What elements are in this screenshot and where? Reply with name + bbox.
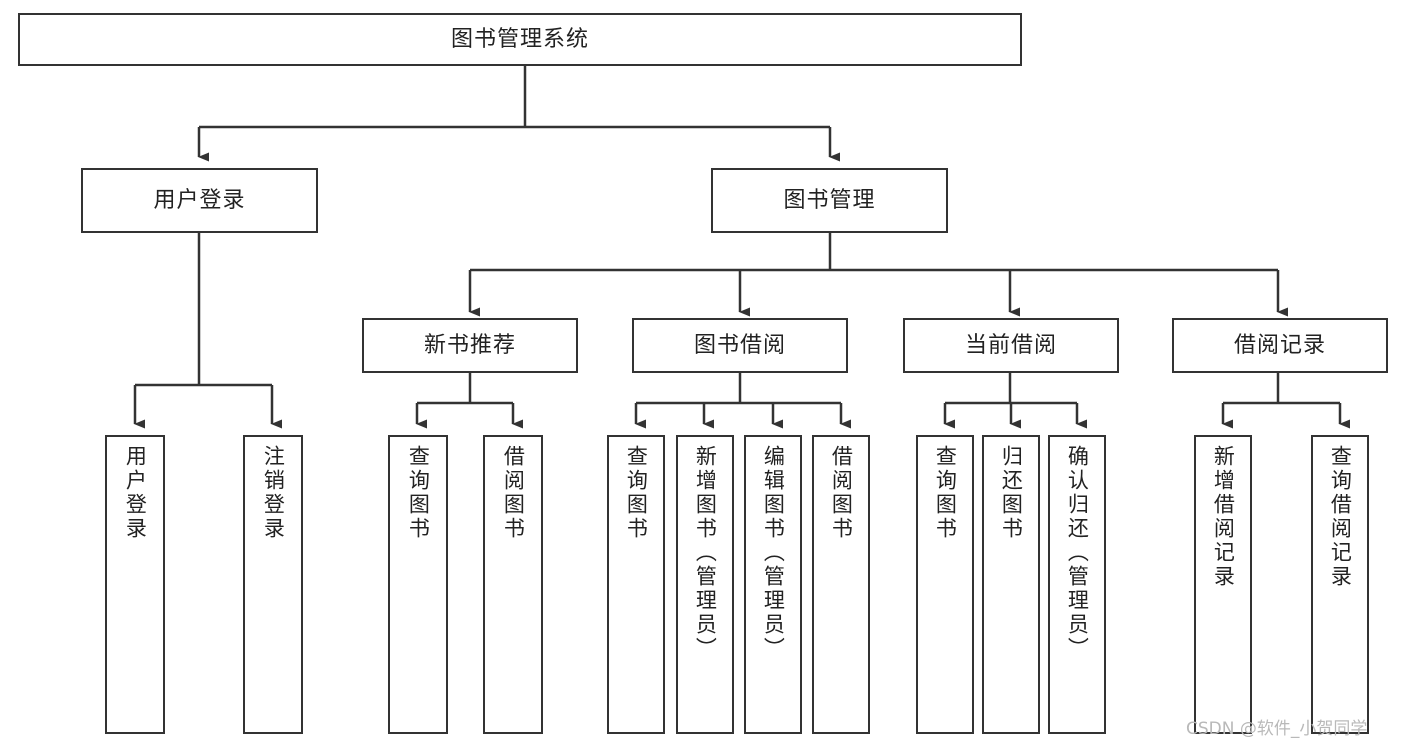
leaf-query-book-recommend[interactable]: 查询图书 (388, 435, 448, 734)
leaf-edit-book-admin[interactable]: 编辑图书（管理员） (744, 435, 802, 734)
node-label: 查询借阅记录 (1328, 445, 1353, 589)
leaf-confirm-return-admin[interactable]: 确认归还（管理员） (1048, 435, 1106, 734)
node-new-book-recommend[interactable]: 新书推荐 (362, 318, 578, 373)
node-label: 查询图书 (933, 445, 958, 541)
node-book-borrow[interactable]: 图书借阅 (632, 318, 848, 373)
node-label: 新增图书（管理员） (693, 445, 718, 661)
leaf-query-book-borrow[interactable]: 查询图书 (607, 435, 665, 734)
leaf-query-borrow-record[interactable]: 查询借阅记录 (1311, 435, 1369, 734)
node-label: 查询图书 (406, 445, 431, 541)
leaf-add-borrow-record[interactable]: 新增借阅记录 (1194, 435, 1252, 734)
node-label: 归还图书 (999, 445, 1024, 541)
node-label: 借阅记录 (1233, 332, 1326, 358)
node-root-system[interactable]: 图书管理系统 (18, 13, 1022, 66)
node-label: 新增借阅记录 (1211, 445, 1236, 589)
node-label: 借阅图书 (829, 445, 854, 541)
node-label: 当前借阅 (964, 332, 1057, 358)
leaf-borrow-book-borrow[interactable]: 借阅图书 (812, 435, 870, 734)
node-current-borrow[interactable]: 当前借阅 (903, 318, 1119, 373)
leaf-logout[interactable]: 注销登录 (243, 435, 303, 734)
node-label: 借阅图书 (501, 445, 526, 541)
node-label: 图书管理系统 (450, 26, 589, 52)
node-label: 图书管理 (783, 187, 876, 213)
node-label: 确认归还（管理员） (1065, 445, 1090, 661)
leaf-add-book-admin[interactable]: 新增图书（管理员） (676, 435, 734, 734)
node-user-login[interactable]: 用户登录 (81, 168, 318, 233)
leaf-query-book-current[interactable]: 查询图书 (916, 435, 974, 734)
csdn-watermark: CSDN @软件_小贺同学 (1186, 719, 1368, 739)
leaf-return-book[interactable]: 归还图书 (982, 435, 1040, 734)
node-label: 查询图书 (624, 445, 649, 541)
node-label: 用户登录 (123, 445, 148, 541)
leaf-borrow-book-recommend[interactable]: 借阅图书 (483, 435, 543, 734)
node-label: 新书推荐 (423, 332, 516, 358)
node-label: 注销登录 (261, 445, 286, 541)
node-label: 用户登录 (153, 187, 246, 213)
node-label: 编辑图书（管理员） (761, 445, 786, 661)
node-borrow-record[interactable]: 借阅记录 (1172, 318, 1388, 373)
leaf-user-login[interactable]: 用户登录 (105, 435, 165, 734)
node-book-manage[interactable]: 图书管理 (711, 168, 948, 233)
node-label: 图书借阅 (693, 332, 786, 358)
